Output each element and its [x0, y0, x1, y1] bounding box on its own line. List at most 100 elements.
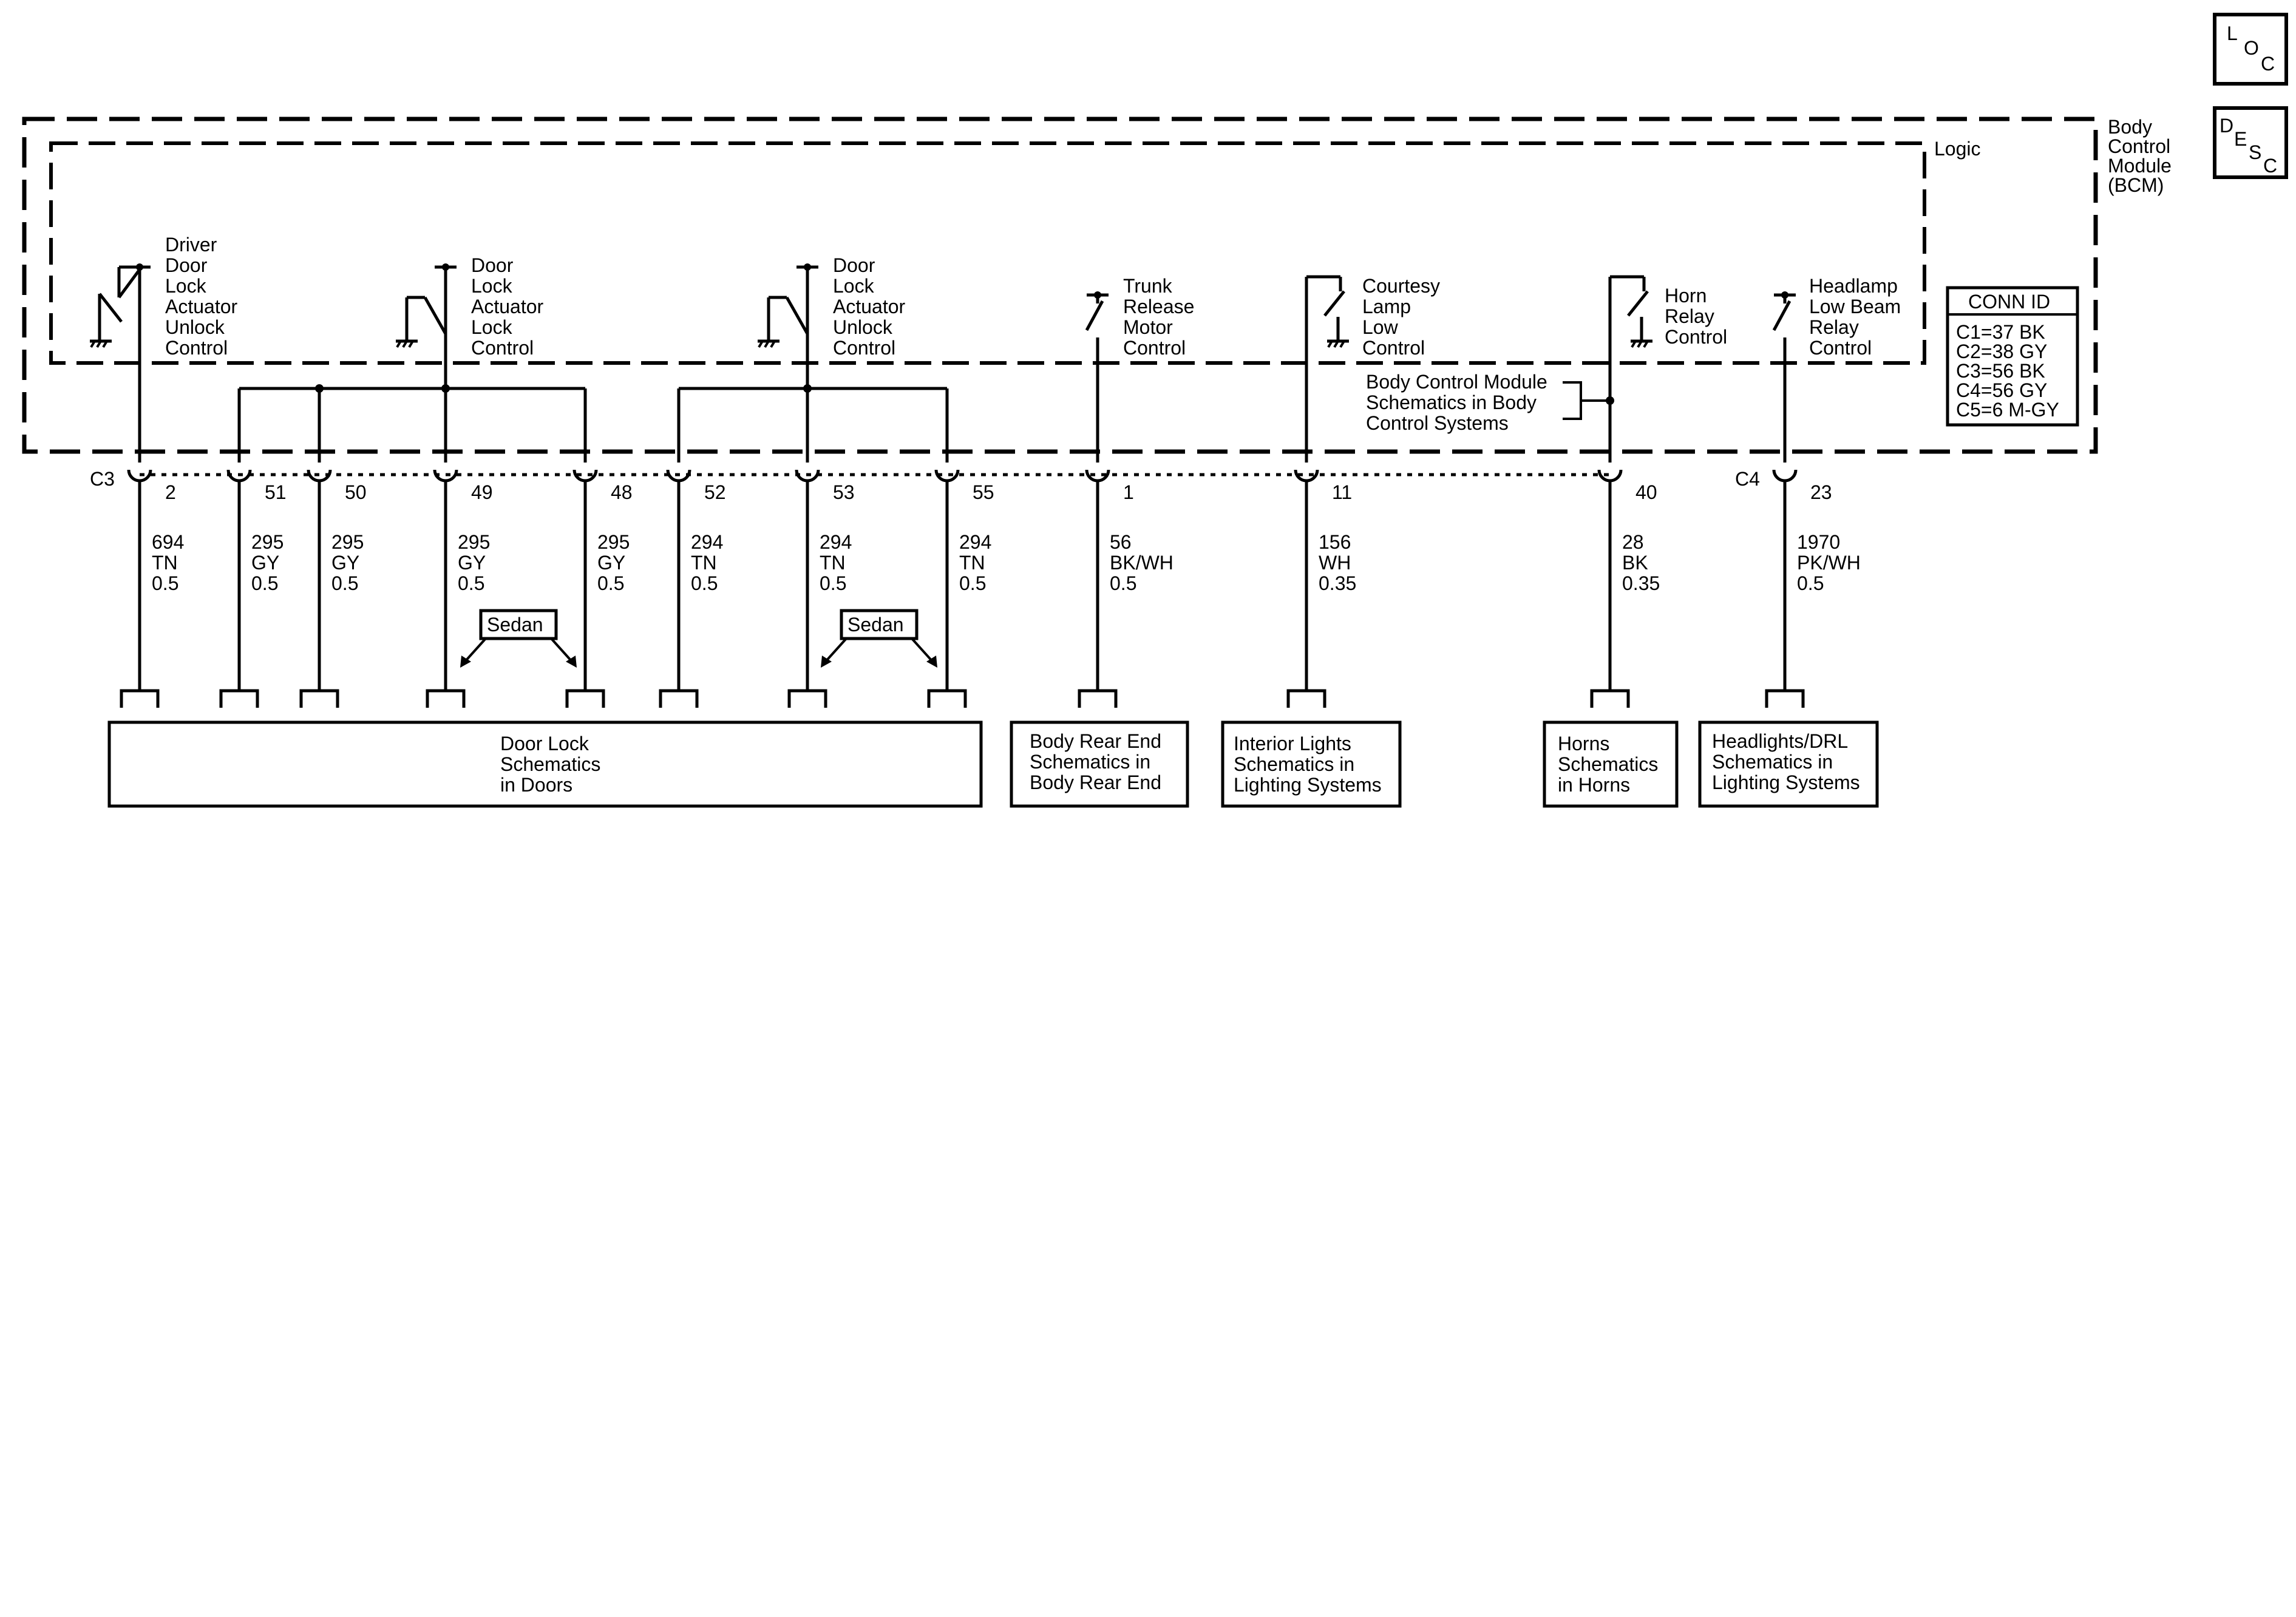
pin-number: 53: [833, 481, 855, 503]
switch-label-line: Control: [1809, 337, 1872, 359]
desc-letter-3: S: [2249, 141, 2261, 163]
wire-color: BK: [1622, 552, 1648, 574]
switch-label-line: Door: [471, 254, 514, 276]
pin-number: 1: [1123, 481, 1134, 503]
wire-gauge: 0.5: [959, 572, 986, 594]
destination-connector: [1286, 689, 1326, 708]
location-icon[interactable]: L O C: [2213, 13, 2288, 86]
switch-label-line: Lamp: [1362, 296, 1411, 317]
switch-horn: [1608, 275, 1652, 463]
sedan-label: Sedan: [847, 614, 904, 636]
desc-letter-4: C: [2263, 155, 2277, 177]
switch-label-line: Actuator: [165, 296, 238, 317]
circuit-number: 156: [1319, 531, 1351, 553]
bcm-reference-line: Schematics in Body: [1366, 392, 1537, 413]
circuit-number: 1970: [1797, 531, 1840, 553]
conn-id-entry: C2=38 GY: [1956, 341, 2047, 362]
circuit-number: 694: [152, 531, 184, 553]
switch-label-line: Relay: [1809, 316, 1859, 338]
lock-bus: [237, 384, 587, 463]
switch-label-line: Actuator: [833, 296, 906, 317]
destination-horns[interactable]: Horns Schematics in Horns: [1543, 720, 1679, 808]
circuit-number: 294: [691, 531, 723, 553]
switch-label-line: Door: [833, 254, 875, 276]
wire-gauge: 0.5: [691, 572, 718, 594]
pin-number: 49: [471, 481, 493, 503]
destination-line: Horns: [1558, 733, 1609, 754]
circuit-number: 294: [820, 531, 852, 553]
label-horn: Horn Relay Control: [1665, 285, 1727, 348]
wire-color: TN: [959, 552, 985, 574]
wire-gauge: 0.5: [331, 572, 358, 594]
wire-gauge: 0.5: [1797, 572, 1824, 594]
switch-label-line: Control: [165, 337, 228, 359]
destination-interior[interactable]: Interior Lights Schematics in Lighting S…: [1221, 720, 1402, 808]
circuit-number: 295: [458, 531, 490, 553]
label-courtesy: Courtesy Lamp Low Control: [1362, 275, 1440, 359]
conn-id-entry: C5=6 M-GY: [1956, 399, 2059, 421]
logic-boundary: [49, 141, 1926, 365]
switch-label-line: Actuator: [471, 296, 544, 317]
circuit-number: 295: [597, 531, 630, 553]
module-name-line-4: (BCM): [2108, 174, 2164, 196]
conn-id-entry: C1=37 BK: [1956, 321, 2045, 343]
pin-terminals: 2694TN0.551295GY0.550295GY0.549295GY0.54…: [120, 469, 1861, 708]
destination-line: Schematics in: [1712, 751, 1833, 773]
destination-headlights[interactable]: Headlights/DRL Schematics in Lighting Sy…: [1698, 720, 1879, 808]
desc-letter-2: E: [2234, 128, 2247, 150]
switch-label-line: Headlamp: [1809, 275, 1898, 297]
destination-line: Headlights/DRL: [1712, 730, 1848, 752]
destination-connector: [426, 689, 466, 708]
switch-label-line: Lock: [833, 275, 875, 297]
description-icon[interactable]: D E S C: [2213, 106, 2288, 179]
destination-connector: [1765, 689, 1805, 708]
switch-headlamp: [1772, 291, 1796, 463]
wire-color: PK/WH: [1797, 552, 1861, 574]
wire-color: GY: [458, 552, 486, 574]
wire-gauge: 0.5: [597, 572, 624, 594]
logic-label: Logic: [1934, 138, 1981, 160]
sedan-marker-lock: Sedan: [460, 609, 577, 668]
pin-number: 23: [1810, 481, 1832, 503]
connector-c4-label: C4: [1735, 468, 1760, 490]
destination-connector: [787, 689, 827, 708]
switch-label-line: Control: [471, 337, 534, 359]
destination-line: Body Rear End: [1030, 771, 1161, 793]
wire-gauge: 0.5: [458, 572, 484, 594]
switch-trunk: [1085, 291, 1109, 463]
conn-id-entry: C3=56 BK: [1956, 360, 2045, 382]
switch-label-line: Control: [1123, 337, 1186, 359]
circuit-number: 295: [251, 531, 284, 553]
label-trunk: Trunk Release Motor Control: [1123, 275, 1194, 359]
switch-courtesy: [1305, 275, 1349, 463]
destination-body-rear[interactable]: Body Rear End Schematics in Body Rear En…: [1010, 720, 1189, 808]
loc-letter-3: C: [2261, 53, 2275, 75]
circuit-number: 295: [331, 531, 364, 553]
destination-line: Schematics in: [1030, 751, 1150, 773]
bcm-reference-note: Body Control Module Schematics in Body C…: [1366, 371, 1614, 434]
destination-connector: [299, 689, 339, 708]
destination-connector: [1590, 689, 1630, 708]
wire-gauge: 0.35: [1622, 572, 1660, 594]
destination-line: in Horns: [1558, 774, 1630, 796]
switch-label-line: Courtesy: [1362, 275, 1440, 297]
destination-door-lock[interactable]: Door Lock Schematics in Doors: [107, 720, 983, 808]
pin-terminal: [1597, 469, 1623, 483]
sedan-marker-unlock: Sedan: [821, 609, 937, 668]
destination-line: Lighting Systems: [1234, 774, 1382, 796]
wire-gauge: 0.5: [251, 572, 278, 594]
wire-color: WH: [1319, 552, 1351, 574]
destination-line: Body Rear End: [1030, 730, 1161, 752]
wire-color: TN: [152, 552, 178, 574]
switch-label-line: Trunk: [1123, 275, 1173, 297]
switch-label-line: Lock: [471, 316, 513, 338]
